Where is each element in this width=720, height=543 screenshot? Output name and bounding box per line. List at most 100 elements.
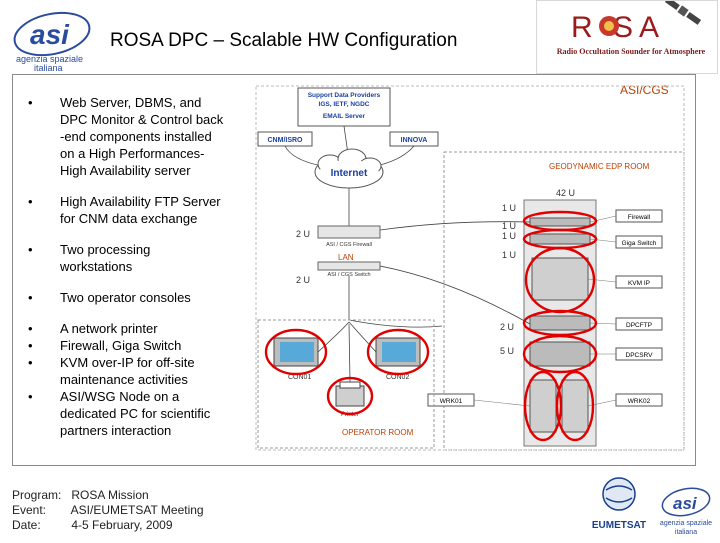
bullet-item: • Firewall, Giga Switch [18, 337, 248, 354]
asi-logo-text-1: agenzia spaziale [16, 54, 83, 64]
wrk02-label: WRK02 [628, 398, 651, 405]
eumetsat-logo: EUMETSAT [584, 472, 654, 534]
asi-cgs-box [255, 85, 685, 451]
asi-small-logo-text-1: agenzia spaziale [660, 520, 712, 527]
small-switch-device [317, 261, 381, 271]
footer-date-value: 4-5 February, 2009 [71, 518, 173, 532]
bullet-item: • High Availability FTP Server for CNM dat… [18, 193, 248, 227]
asi-logo-text-2: italiana [34, 63, 63, 72]
network-diagram: ASI/CGS Support Data Providers IGS, IETF… [255, 83, 685, 451]
support-providers-box [297, 87, 391, 127]
asi-logo: asi agenzia spaziale italiana [8, 8, 98, 73]
bullet-dot-icon: • [28, 321, 33, 336]
asi-small-logo-text-2: italiana [675, 529, 697, 536]
bullet-text-line: workstations [60, 259, 133, 274]
bullet-dot-icon: • [28, 95, 33, 110]
eumetsat-logo-graphic: EUMETSAT [592, 477, 646, 531]
footer-event-label: Event: [12, 503, 47, 517]
bullet-dot-icon: • [28, 338, 33, 353]
bullet-text-line: High Availability server [60, 163, 191, 178]
eumetsat-logo-text: EUMETSAT [592, 520, 646, 531]
email-server-label: EMAIL Server [323, 113, 366, 120]
highlight-printer [326, 376, 374, 416]
kvm-ip-label: KVM IP [628, 280, 650, 287]
asi-logo-graphic: asi agenzia spaziale italiana [13, 11, 91, 73]
u2-small-label-b: 2 U [296, 275, 310, 285]
bullet-text-line: KVM over-IP for off-site [60, 355, 195, 370]
firewall-label: Firewall [628, 214, 651, 221]
bullet-text-line: on a High Performances- [60, 146, 205, 161]
internet-cloud-icon [314, 148, 384, 189]
highlight-wrk01 [523, 370, 563, 442]
rack-42u-label: 42 U [556, 188, 575, 198]
bullet-text-line: for CNM data exchange [60, 211, 198, 226]
giga-switch-label: Giga Switch [622, 240, 657, 247]
bullet-item: • Two operator consoles [18, 289, 248, 306]
u5-rack-label: 5 U [500, 346, 514, 356]
dpcsrv-label: DPCSRV [626, 352, 654, 359]
rack-dpcsrv-device [529, 341, 591, 367]
bullet-dot-icon: • [28, 355, 33, 370]
small-firewall-label: ASI / CGS Firewall [326, 242, 372, 248]
bullet-dot-icon: • [28, 242, 33, 257]
bullet-text-line: A network printer [60, 321, 158, 336]
rosa-logo-graphic: R SA [571, 0, 702, 44]
bullet-item: • Two processing workstations [18, 241, 248, 275]
bullet-text-line: -end components installed [60, 129, 212, 144]
highlight-con02 [366, 328, 430, 376]
u1-label-a: 1 U [502, 203, 516, 213]
highlight-wrk02 [555, 370, 595, 442]
operator-room-box [257, 319, 435, 449]
bullet-text-line: dedicated PC for scientific [60, 406, 211, 421]
u1-label-b: 1 U [502, 221, 516, 231]
u2-small-label-a: 2 U [296, 229, 310, 239]
asi-small-logo-graphic: asi agenzia spaziale italiana [660, 487, 712, 536]
rack-giga-switch-device [529, 233, 591, 245]
support-providers-label: Support Data Providers [308, 92, 381, 99]
footer-program-value: ROSA Mission [71, 488, 149, 502]
footer-program-label: Program: [12, 488, 62, 502]
rack-wrk02-device [561, 379, 589, 433]
bullet-text-line: maintenance activities [60, 372, 188, 387]
rack-firewall-device [529, 217, 591, 227]
internet-label: Internet [331, 168, 368, 179]
u2-rack-label: 2 U [500, 322, 514, 332]
geodynamic-label: GEODYNAMIC EDP ROOM [549, 162, 650, 171]
bullet-text-line: Two processing [60, 242, 151, 257]
bullet-text-line: Firewall, Giga Switch [60, 338, 182, 353]
rosa-subtitle: Radio Occultation Sounder for Atmosphere [556, 47, 706, 56]
bullet-text-line: partners interaction [60, 423, 172, 438]
svg-text:asi: asi [673, 494, 698, 513]
rack-dpcftp-device [529, 315, 591, 331]
svg-text:asi: asi [30, 19, 70, 50]
bullet-text-line: High Availability FTP Server [60, 194, 221, 209]
innova-label: INNOVA [401, 137, 428, 144]
asi-small-logo: asi agenzia spaziale italiana [656, 480, 716, 538]
con02-label: CON02 [386, 374, 409, 381]
con01-label: CON01 [288, 374, 311, 381]
bullet-text-line: Two operator consoles [60, 290, 191, 305]
dpcftp-label: DPCFTP [626, 322, 652, 329]
wrk01-label: WRK01 [440, 398, 463, 405]
u1-label-d: 1 U [502, 250, 516, 260]
lan-label: LAN [338, 253, 354, 262]
rack-kvm-device [531, 257, 589, 301]
support-providers-list: IGS, IETF, NGDC [319, 101, 370, 108]
bullet-item: • A network printer [18, 320, 248, 337]
small-firewall-device [317, 225, 381, 239]
con01-monitor-icon [273, 337, 319, 367]
highlight-markers [264, 210, 598, 442]
bullet-dot-icon: • [28, 290, 33, 305]
footer-event-value: ASI/EUMETSAT Meeting [70, 503, 204, 517]
asi-cgs-label: ASI/CGS [620, 83, 669, 97]
highlight-con01 [264, 328, 328, 376]
small-switch-label: ASI / CGS Switch [327, 272, 370, 278]
bullet-dot-icon: • [28, 194, 33, 209]
bullet-text-line: DPC Monitor & Control back [60, 112, 224, 127]
cnm-isro-label: CNM/ISRO [268, 137, 304, 144]
con02-monitor-icon [375, 337, 421, 367]
highlight-dpcsrv [522, 334, 598, 374]
footer-info: Program: ROSA Mission Event: ASI/EUMETSA… [12, 488, 204, 533]
